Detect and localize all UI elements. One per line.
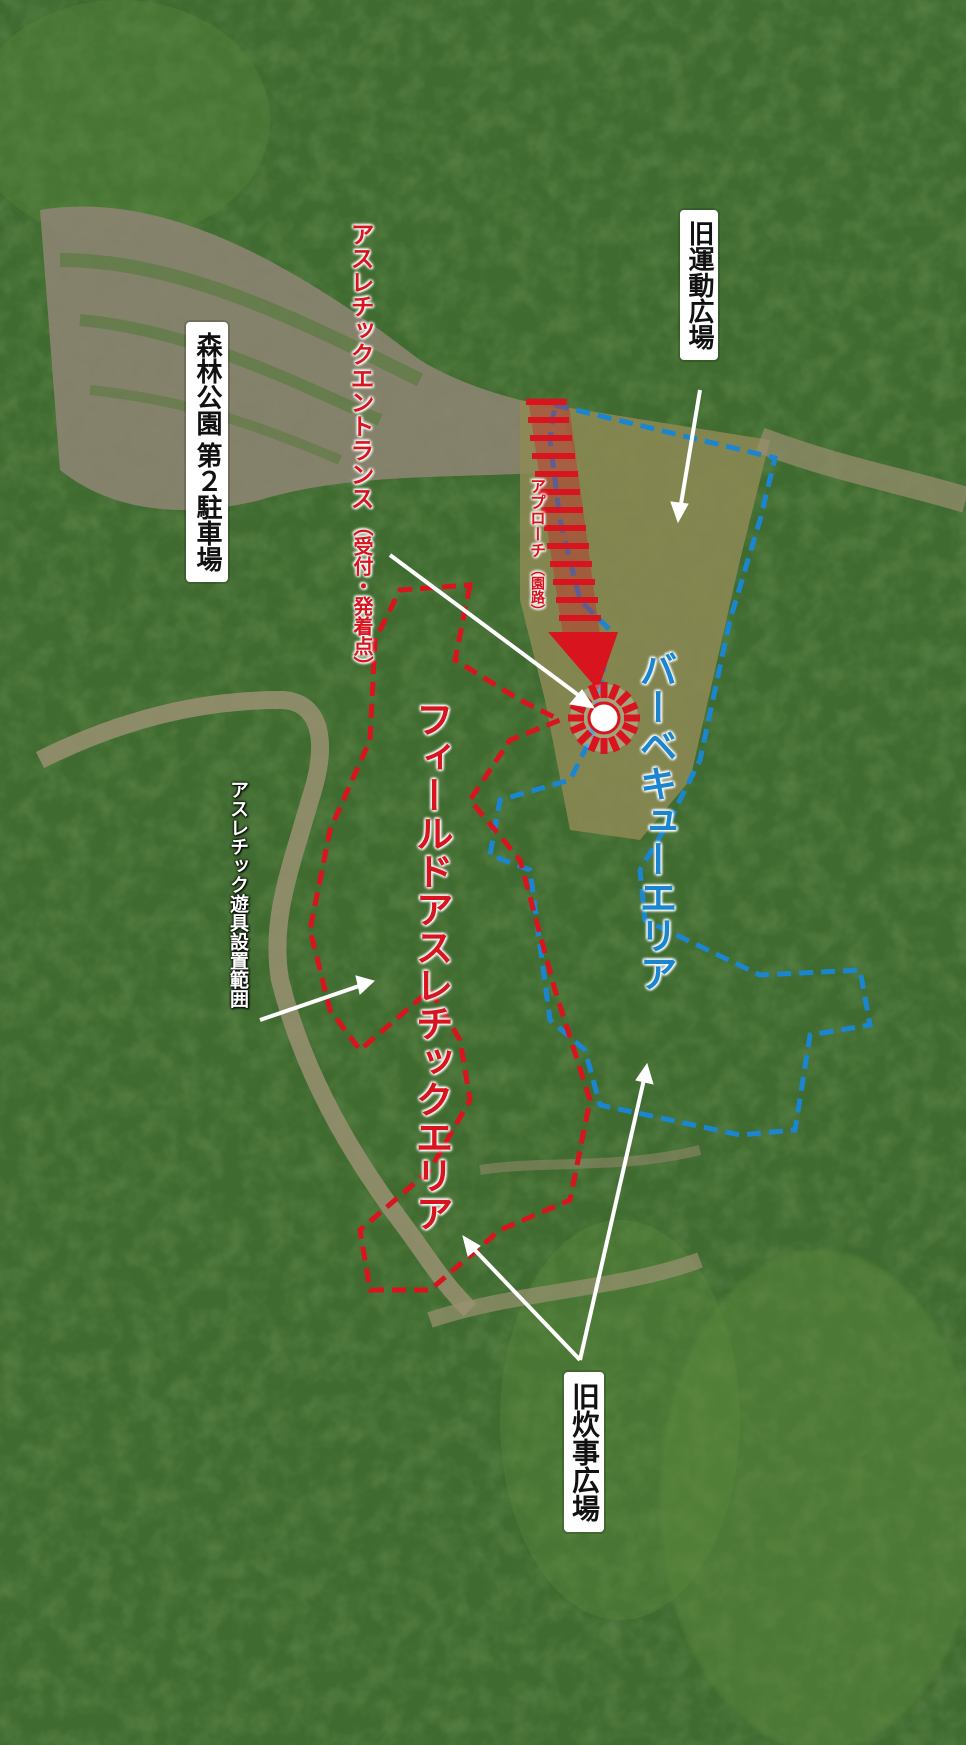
- forest-road: [35, 690, 477, 1317]
- pointer-arrows: [259, 389, 702, 1362]
- equipment-range-label: アスレチック遊具設置範囲: [227, 780, 249, 1008]
- parking-label-line2: 第２駐車場: [192, 442, 222, 572]
- athletic-area-boundary: [307, 582, 593, 1293]
- field-athletic-area-label: フィールドアスレチックエリア: [409, 700, 453, 1232]
- approach-label-line2: （園路）: [529, 562, 545, 618]
- approach-label: アプローチ （園路）: [527, 478, 546, 618]
- entrance-label: アスレチックエントランス （受付・発着点）: [346, 222, 374, 676]
- approach-arrow-icon: [526, 398, 618, 690]
- old-sports-field-label: 旧運動広場: [680, 210, 718, 360]
- entrance-sun-icon: [568, 682, 640, 754]
- bbq-area-label: バーベキューエリア: [633, 650, 677, 992]
- entrance-label-line1: アスレチックエントランス: [346, 222, 374, 510]
- parking-label-line1: 森林公園: [192, 332, 222, 436]
- approach-label-line1: アプローチ: [527, 478, 546, 558]
- entrance-label-line2: （受付・発着点）: [350, 516, 374, 676]
- old-cooking-field-label: 旧炊事広場: [564, 1372, 604, 1532]
- parking-label: 森林公園 第２駐車場: [186, 322, 228, 582]
